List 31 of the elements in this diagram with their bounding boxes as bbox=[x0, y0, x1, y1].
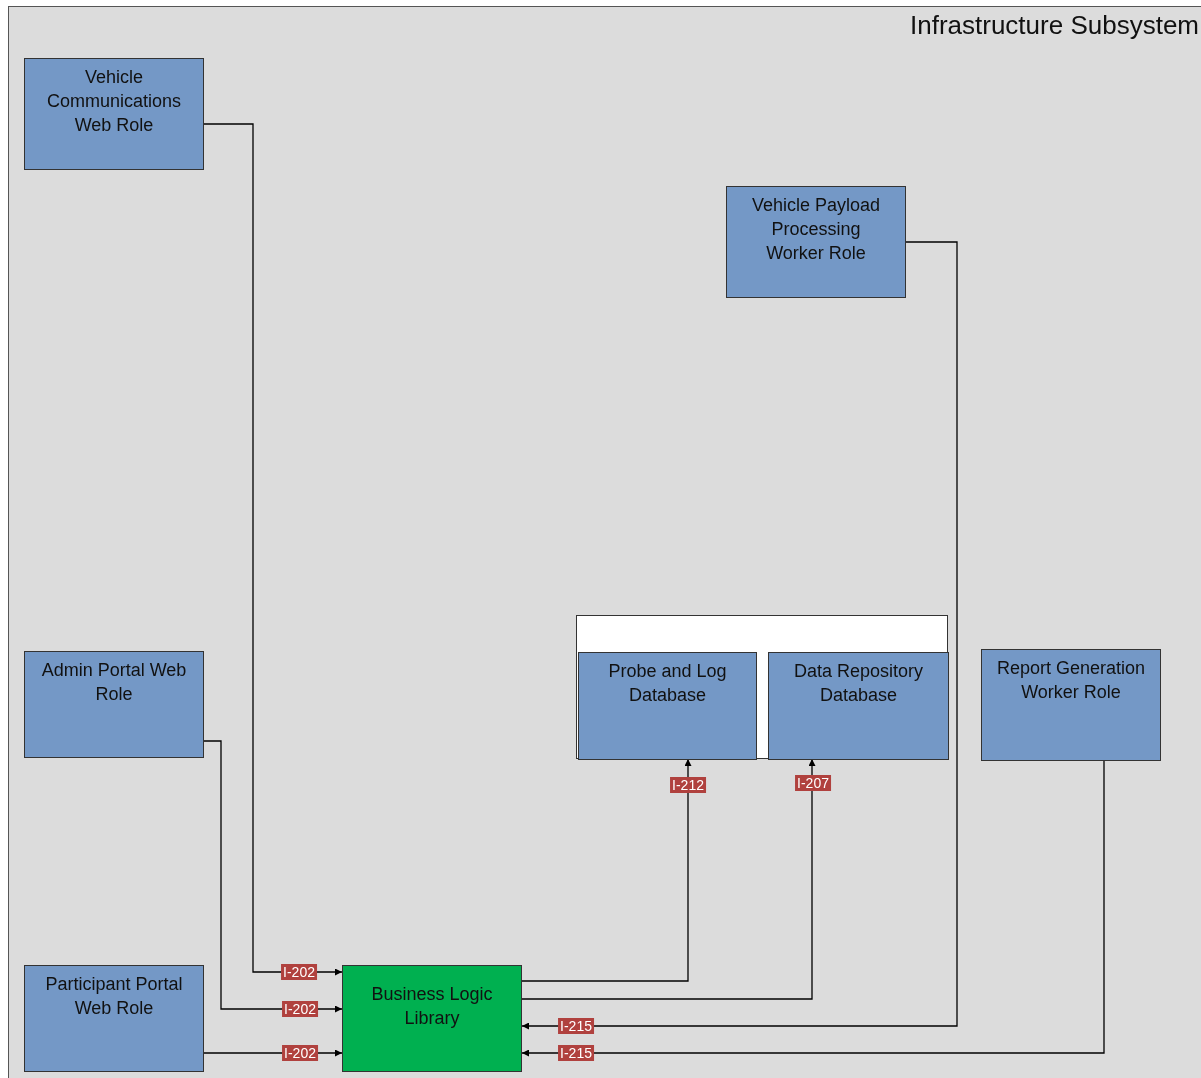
node-label: Report Generation Worker Role bbox=[996, 657, 1146, 704]
library-box bbox=[342, 965, 522, 1072]
interface-label: I-215 bbox=[558, 1045, 594, 1061]
worker-role-box bbox=[726, 186, 906, 298]
web-role-box bbox=[24, 965, 204, 1072]
worker-role-box bbox=[981, 649, 1161, 761]
node-label: Admin Portal Web Role bbox=[40, 659, 188, 706]
connector-arrow bbox=[203, 123, 343, 976]
interface-label: I-202 bbox=[281, 964, 317, 980]
interface-label: I-212 bbox=[670, 777, 706, 793]
interface-label: I-202 bbox=[282, 1001, 318, 1017]
web-role-box bbox=[24, 651, 204, 758]
interface-label: I-215 bbox=[558, 1018, 594, 1034]
connector-arrow bbox=[203, 740, 343, 1013]
node-label: Business Logic Library bbox=[370, 983, 494, 1030]
database-box bbox=[578, 652, 757, 760]
interface-label: I-207 bbox=[795, 775, 831, 791]
connector-arrow bbox=[521, 241, 958, 1030]
connector-arrow bbox=[521, 760, 1105, 1057]
connector-arrow bbox=[521, 758, 692, 982]
node-label: Participant Portal Web Role bbox=[44, 973, 184, 1020]
connector-arrow bbox=[521, 758, 816, 1000]
node-label: Vehicle Payload Processing Worker Role bbox=[750, 194, 882, 265]
diagram-title: Infrastructure Subsystem bbox=[910, 10, 1199, 41]
web-role-box bbox=[24, 58, 204, 170]
server-container bbox=[576, 615, 948, 759]
node-label: Data Repository Database bbox=[792, 660, 925, 707]
node-label: Probe and Log Database bbox=[607, 660, 728, 707]
database-box bbox=[768, 652, 949, 760]
node-label: Vehicle Communications Web Role bbox=[45, 66, 183, 137]
interface-label: I-202 bbox=[282, 1045, 318, 1061]
